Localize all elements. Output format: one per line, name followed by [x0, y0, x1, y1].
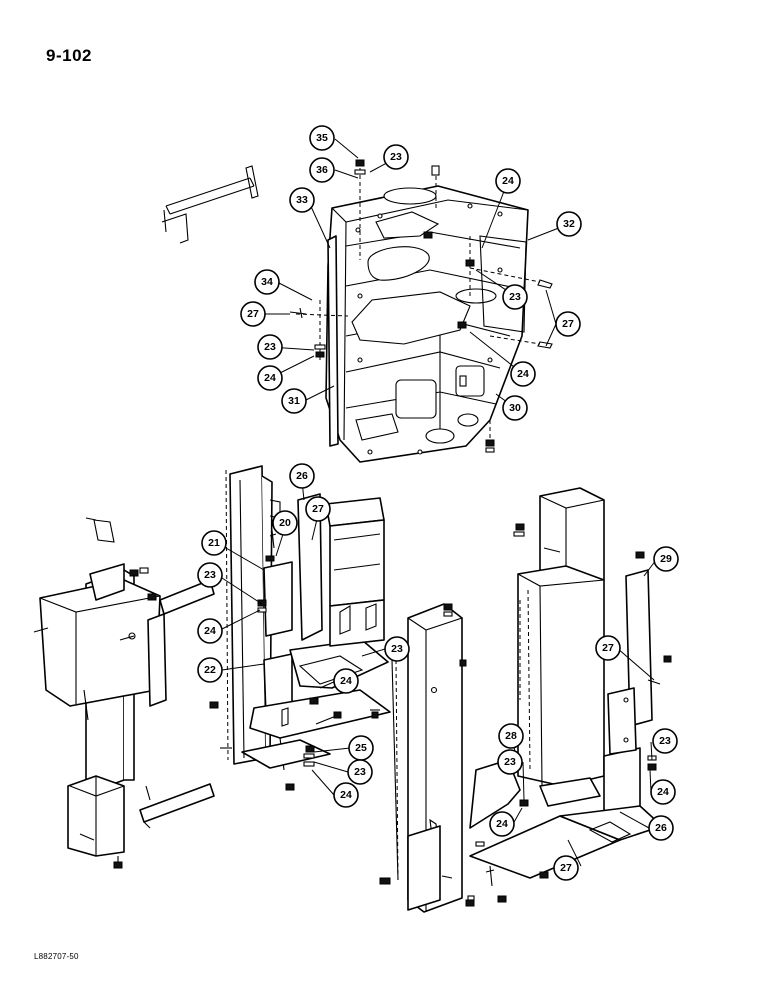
callout-label: 36	[316, 164, 328, 176]
callout-label: 27	[562, 318, 574, 330]
callout-label: 32	[563, 218, 575, 230]
callout-label: 23	[204, 569, 216, 581]
callout-label: 26	[296, 470, 308, 482]
callout-label: 24	[340, 675, 352, 687]
callout-label: 23	[354, 766, 366, 778]
callout-label: 25	[355, 742, 367, 754]
callouts: 35 23 36 24 33 32 34 23 27 27 23 24 24 3…	[197, 125, 679, 881]
callout-label: 24	[204, 625, 216, 637]
page-number: 9-102	[46, 46, 92, 65]
callout-label: 27	[560, 862, 572, 874]
callout-label: 23	[504, 756, 516, 768]
callout-label: 22	[204, 664, 216, 676]
callout-label: 23	[391, 643, 403, 655]
center-column-assembly	[379, 603, 475, 913]
callout-label: 28	[505, 730, 517, 742]
callout-label: 24	[502, 175, 514, 187]
left-column-assembly	[33, 517, 215, 869]
bracket-rod	[161, 165, 259, 244]
callout-label: 27	[247, 308, 259, 320]
callout-label: 23	[264, 341, 276, 353]
reference-code: L882707-50	[34, 952, 79, 961]
callout-label: 29	[660, 553, 672, 565]
frame-housing-assembly	[161, 159, 553, 463]
callout-label: 23	[390, 151, 402, 163]
callout-label: 24	[264, 372, 276, 384]
callout-label: 30	[509, 402, 521, 414]
callout-label: 33	[296, 194, 308, 206]
callout-label: 23	[509, 291, 521, 303]
callout-label: 31	[288, 395, 300, 407]
center-left-upright-assembly	[209, 465, 391, 791]
callout-label: 34	[261, 276, 273, 288]
callout-label: 20	[279, 517, 291, 529]
right-column-assembly	[469, 487, 672, 903]
callout-label: 27	[312, 503, 324, 515]
callout-label: 35	[316, 132, 328, 144]
callout-label: 26	[655, 822, 667, 834]
callout-label: 23	[659, 735, 671, 747]
callout-label: 21	[208, 537, 220, 549]
callout-label: 27	[602, 642, 614, 654]
callout-label: 24	[340, 789, 352, 801]
callout-label: 24	[657, 786, 669, 798]
callout-label: 24	[496, 818, 508, 830]
callout-label: 24	[517, 368, 529, 380]
